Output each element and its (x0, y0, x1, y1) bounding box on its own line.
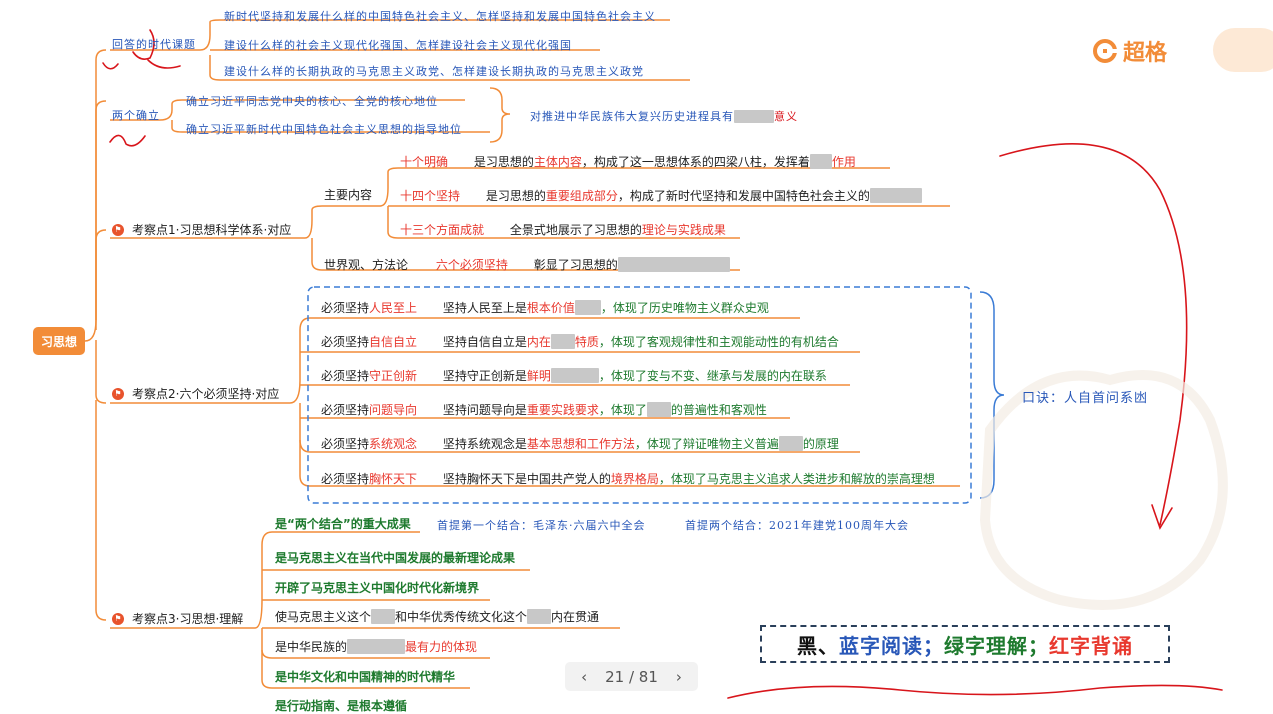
understand-item-6: 是中华文化和中国精神的时代精华 (275, 670, 456, 684)
flag-icon: ⚑ (112, 223, 124, 236)
era-topic-item-1: 新时代坚持和发展什么样的中国特色社会主义、怎样坚持和发展中国特色社会主义 (224, 10, 656, 23)
mnemonic-text: 口诀：人自首问系凼 (1022, 391, 1149, 406)
top-right-tab[interactable] (1213, 28, 1273, 72)
flag-icon: ⚑ (112, 387, 124, 400)
prev-page-button[interactable]: ‹ (581, 667, 588, 686)
next-page-button[interactable]: › (675, 667, 682, 686)
two-establish-item-1: 确立习近平同志党中央的核心、全党的核心地位 (186, 95, 438, 108)
two-combinations-note: 首提两个结合：2021年建党100周年大会 (685, 519, 909, 532)
color-legend: 黑、 蓝字阅读； 绿字理解； 红字背诵 (760, 625, 1170, 663)
era-topic-item-2: 建设什么样的社会主义现代化强国、怎样建设社会主义现代化强国 (224, 39, 572, 52)
exam-point-2[interactable]: ⚑ 考察点2·六个必须坚持·对应 (112, 385, 279, 402)
six-must-row-4: 必须坚持问题导向 坚持问题导向是重要实践要求，体现了的普遍性和客观性 (321, 402, 767, 417)
two-establish-item-2: 确立习近平新时代中国特色社会主义思想的指导地位 (186, 123, 462, 136)
first-combination-note: 首提第一个结合：毛泽东·六届六中全会 (437, 519, 646, 532)
page-navigator: ‹ 21 / 81 › (565, 662, 698, 691)
understand-item-3: 开辟了马克思主义中国化时代化新境界 (275, 581, 480, 595)
hidden-answer-blank[interactable] (646, 402, 671, 417)
hidden-answer-blank[interactable] (574, 300, 601, 315)
era-topic-item-3: 建设什么样的长期执政的马克思主义政党、怎样建设长期执政的马克思主义政党 (224, 65, 644, 78)
understand-item-5: 是中华民族的最有力的体现 (275, 639, 478, 654)
exam-point-3[interactable]: ⚑ 考察点3·习思想·理解 (112, 610, 243, 627)
flag-icon: ⚑ (112, 612, 124, 625)
brand-name: 超格 (1123, 41, 1168, 66)
two-establish-label: 两个确立 (112, 109, 160, 122)
hidden-answer-blank[interactable] (809, 154, 832, 169)
page-indicator: 21 / 81 (605, 667, 658, 686)
brand-logo: 超格 (1093, 35, 1167, 67)
chaoge-logo-icon (1093, 39, 1117, 63)
main-content-label: 主要内容 (324, 188, 373, 202)
hidden-answer-blank[interactable] (371, 609, 396, 624)
point1-row-2: 十四个坚持 是习思想的重要组成部分，构成了新时代坚持和发展中国特色社会主义的 (400, 187, 922, 204)
hidden-answer-blank[interactable] (550, 368, 599, 383)
exam-point-1[interactable]: ⚑ 考察点1·习思想科学体系·对应 (112, 221, 291, 238)
understand-item-2: 是马克思主义在当代中国发展的最新理论成果 (275, 551, 516, 565)
era-topic-label: 回答的时代课题 (112, 38, 196, 51)
hidden-answer-blank[interactable] (617, 257, 730, 272)
hidden-answer-blank[interactable] (527, 609, 552, 624)
hidden-answer-blank[interactable] (734, 110, 774, 123)
hidden-answer-blank[interactable] (869, 188, 922, 203)
worldview-row: 世界观、方法论 六个必须坚持 彰显了习思想的 (324, 256, 730, 273)
understand-item-7: 是行动指南、是根本遵循 (275, 699, 408, 713)
six-must-row-5: 必须坚持系统观念 坚持系统观念是基本思想和工作方法，体现了辩证唯物主义普遍的原理 (321, 436, 839, 451)
six-must-row-2: 必须坚持自信自立 坚持自信自立是内在特质，体现了客观规律性和主观能动性的有机结合 (321, 334, 839, 349)
hidden-answer-blank[interactable] (550, 334, 575, 349)
understand-item-4: 使马克思主义这个和中华优秀传统文化这个内在贯通 (275, 609, 600, 624)
two-establish-significance: 对推进中华民族伟大复兴历史进程具有意义 (530, 110, 798, 123)
point1-row-3: 十三个方面成就 全景式地展示了习思想的理论与实践成果 (400, 223, 726, 237)
mindmap-root[interactable]: 习思想 (33, 327, 85, 355)
hidden-answer-blank[interactable] (347, 639, 406, 654)
point1-row-1: 十个明确 是习思想的主体内容，构成了这一思想体系的四梁八柱，发挥着作用 (400, 154, 856, 169)
six-must-row-6: 必须坚持胸怀天下 坚持胸怀天下是中国共产党人的境界格局，体现了马克思主义追求人类… (321, 472, 935, 486)
six-must-row-3: 必须坚持守正创新 坚持守正创新是鲜明，体现了变与不变、继承与发展的内在联系 (321, 368, 827, 383)
six-must-row-1: 必须坚持人民至上 坚持人民至上是根本价值，体现了历史唯物主义群众史观 (321, 300, 769, 315)
hidden-answer-blank[interactable] (778, 436, 803, 451)
understand-item-1: 是“两个结合”的重大成果 (275, 517, 411, 531)
